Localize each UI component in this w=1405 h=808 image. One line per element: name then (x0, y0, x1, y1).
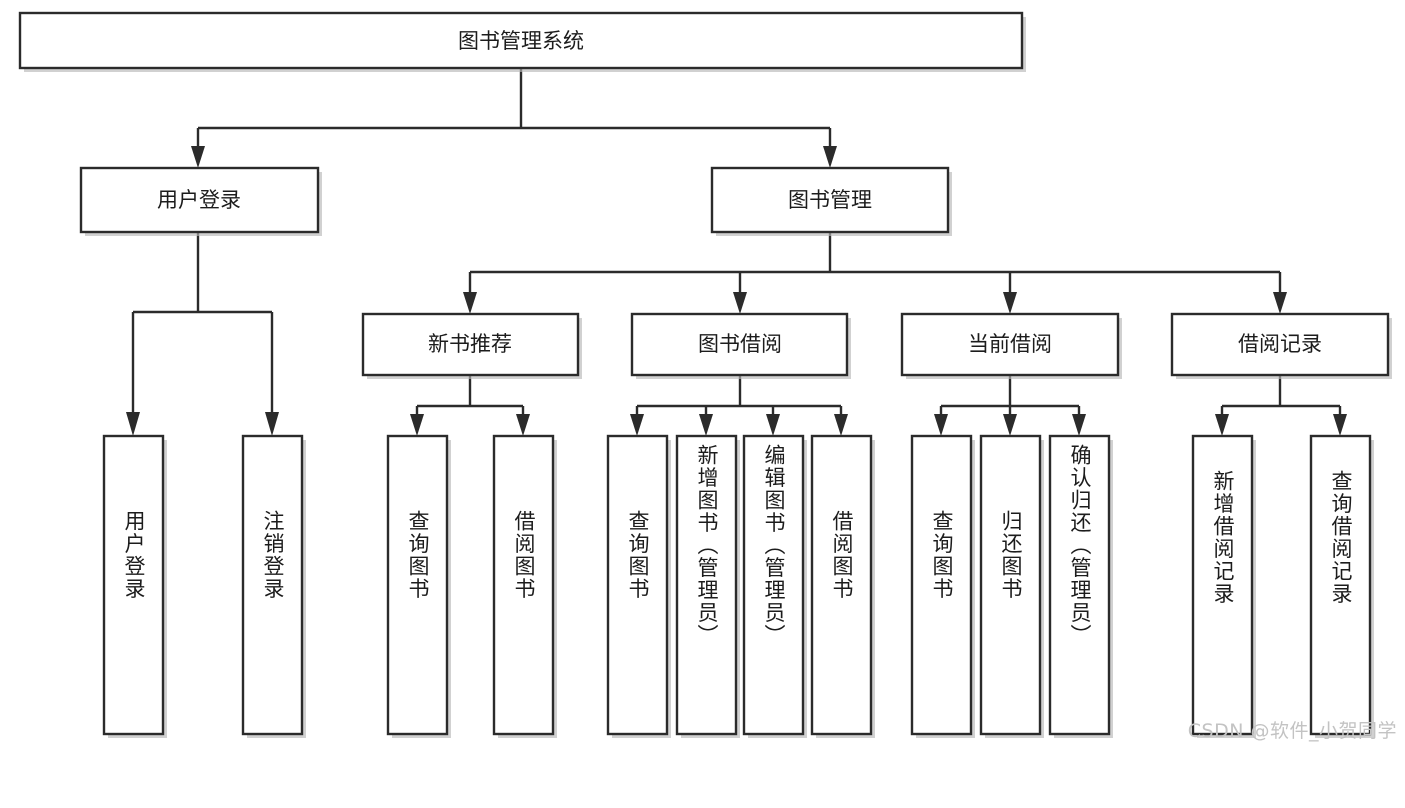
arrow-head-book-borrow (733, 292, 747, 314)
connector-layer (126, 68, 1347, 436)
node-label-book-manage: 图书管理 (788, 188, 872, 212)
flowchart-svg: 图书管理系统 用户登录 图书管理 新书推荐 图书借阅 当前借阅 借阅记录 (18, 11, 1392, 738)
arrow-head-new-book-rec (463, 292, 477, 314)
arrow-head-book-manage (823, 146, 837, 168)
arrow-head-leaf-add-book (699, 414, 713, 436)
node-box-leaf-query-book-3[interactable] (910, 434, 973, 736)
node-box-leaf-add-book[interactable] (675, 434, 738, 736)
node-box-user-login[interactable] (79, 166, 320, 234)
node-box-leaf-query-record[interactable] (1309, 434, 1372, 736)
arrow-head-current-borrow (1003, 292, 1017, 314)
arrow-head-leaf-user-logout (265, 412, 279, 436)
arrow-head-leaf-query-book-3 (934, 414, 948, 436)
arrow-head-borrow-record (1273, 292, 1287, 314)
watermark-text: CSDN @软件_小贺同学 (1187, 720, 1397, 742)
node-box-leaf-query-book-2[interactable] (606, 434, 669, 736)
node-box-leaf-confirm-return[interactable] (1048, 434, 1111, 736)
flowchart-canvas: 图书管理系统 用户登录 图书管理 新书推荐 图书借阅 当前借阅 借阅记录 (18, 11, 1397, 742)
node-box-current-borrow[interactable] (900, 312, 1120, 377)
node-box-book-manage[interactable] (710, 166, 950, 234)
arrow-head-leaf-user-login (126, 412, 140, 436)
arrow-head-leaf-borrow-book-1 (516, 414, 530, 436)
node-layer: 图书管理系统 用户登录 图书管理 新书推荐 图书借阅 当前借阅 借阅记录 (18, 11, 1392, 738)
node-box-leaf-return-book[interactable] (979, 434, 1042, 736)
node-box-leaf-user-logout[interactable] (241, 434, 304, 736)
node-box-leaf-user-login[interactable] (102, 434, 165, 736)
node-box-leaf-edit-book[interactable] (742, 434, 805, 736)
node-label-borrow-record: 借阅记录 (1238, 332, 1322, 356)
node-label-new-book-rec: 新书推荐 (428, 332, 512, 356)
node-box-leaf-borrow-book-1[interactable] (492, 434, 555, 736)
arrow-head-leaf-return-book (1003, 414, 1017, 436)
arrow-head-leaf-query-book-1 (410, 414, 424, 436)
arrow-head-leaf-query-record (1333, 414, 1347, 436)
node-box-book-borrow[interactable] (630, 312, 849, 377)
node-box-borrow-record[interactable] (1170, 312, 1390, 377)
node-label-book-borrow: 图书借阅 (698, 332, 782, 356)
arrow-head-leaf-add-record (1215, 414, 1229, 436)
arrow-head-leaf-edit-book (766, 414, 780, 436)
node-box-new-book-rec[interactable] (361, 312, 580, 377)
node-label-root: 图书管理系统 (458, 29, 584, 53)
node-label-current-borrow: 当前借阅 (968, 332, 1052, 356)
node-box-root[interactable] (18, 11, 1024, 70)
arrow-head-leaf-borrow-book-2 (834, 414, 848, 436)
node-box-leaf-add-record[interactable] (1191, 434, 1254, 736)
arrow-head-leaf-query-book-2 (630, 414, 644, 436)
arrow-head-user-login (191, 146, 205, 168)
node-label-user-login: 用户登录 (157, 188, 241, 212)
node-box-leaf-query-book-1[interactable] (386, 434, 449, 736)
arrow-head-leaf-confirm-return (1072, 414, 1086, 436)
node-box-leaf-borrow-book-2[interactable] (810, 434, 873, 736)
